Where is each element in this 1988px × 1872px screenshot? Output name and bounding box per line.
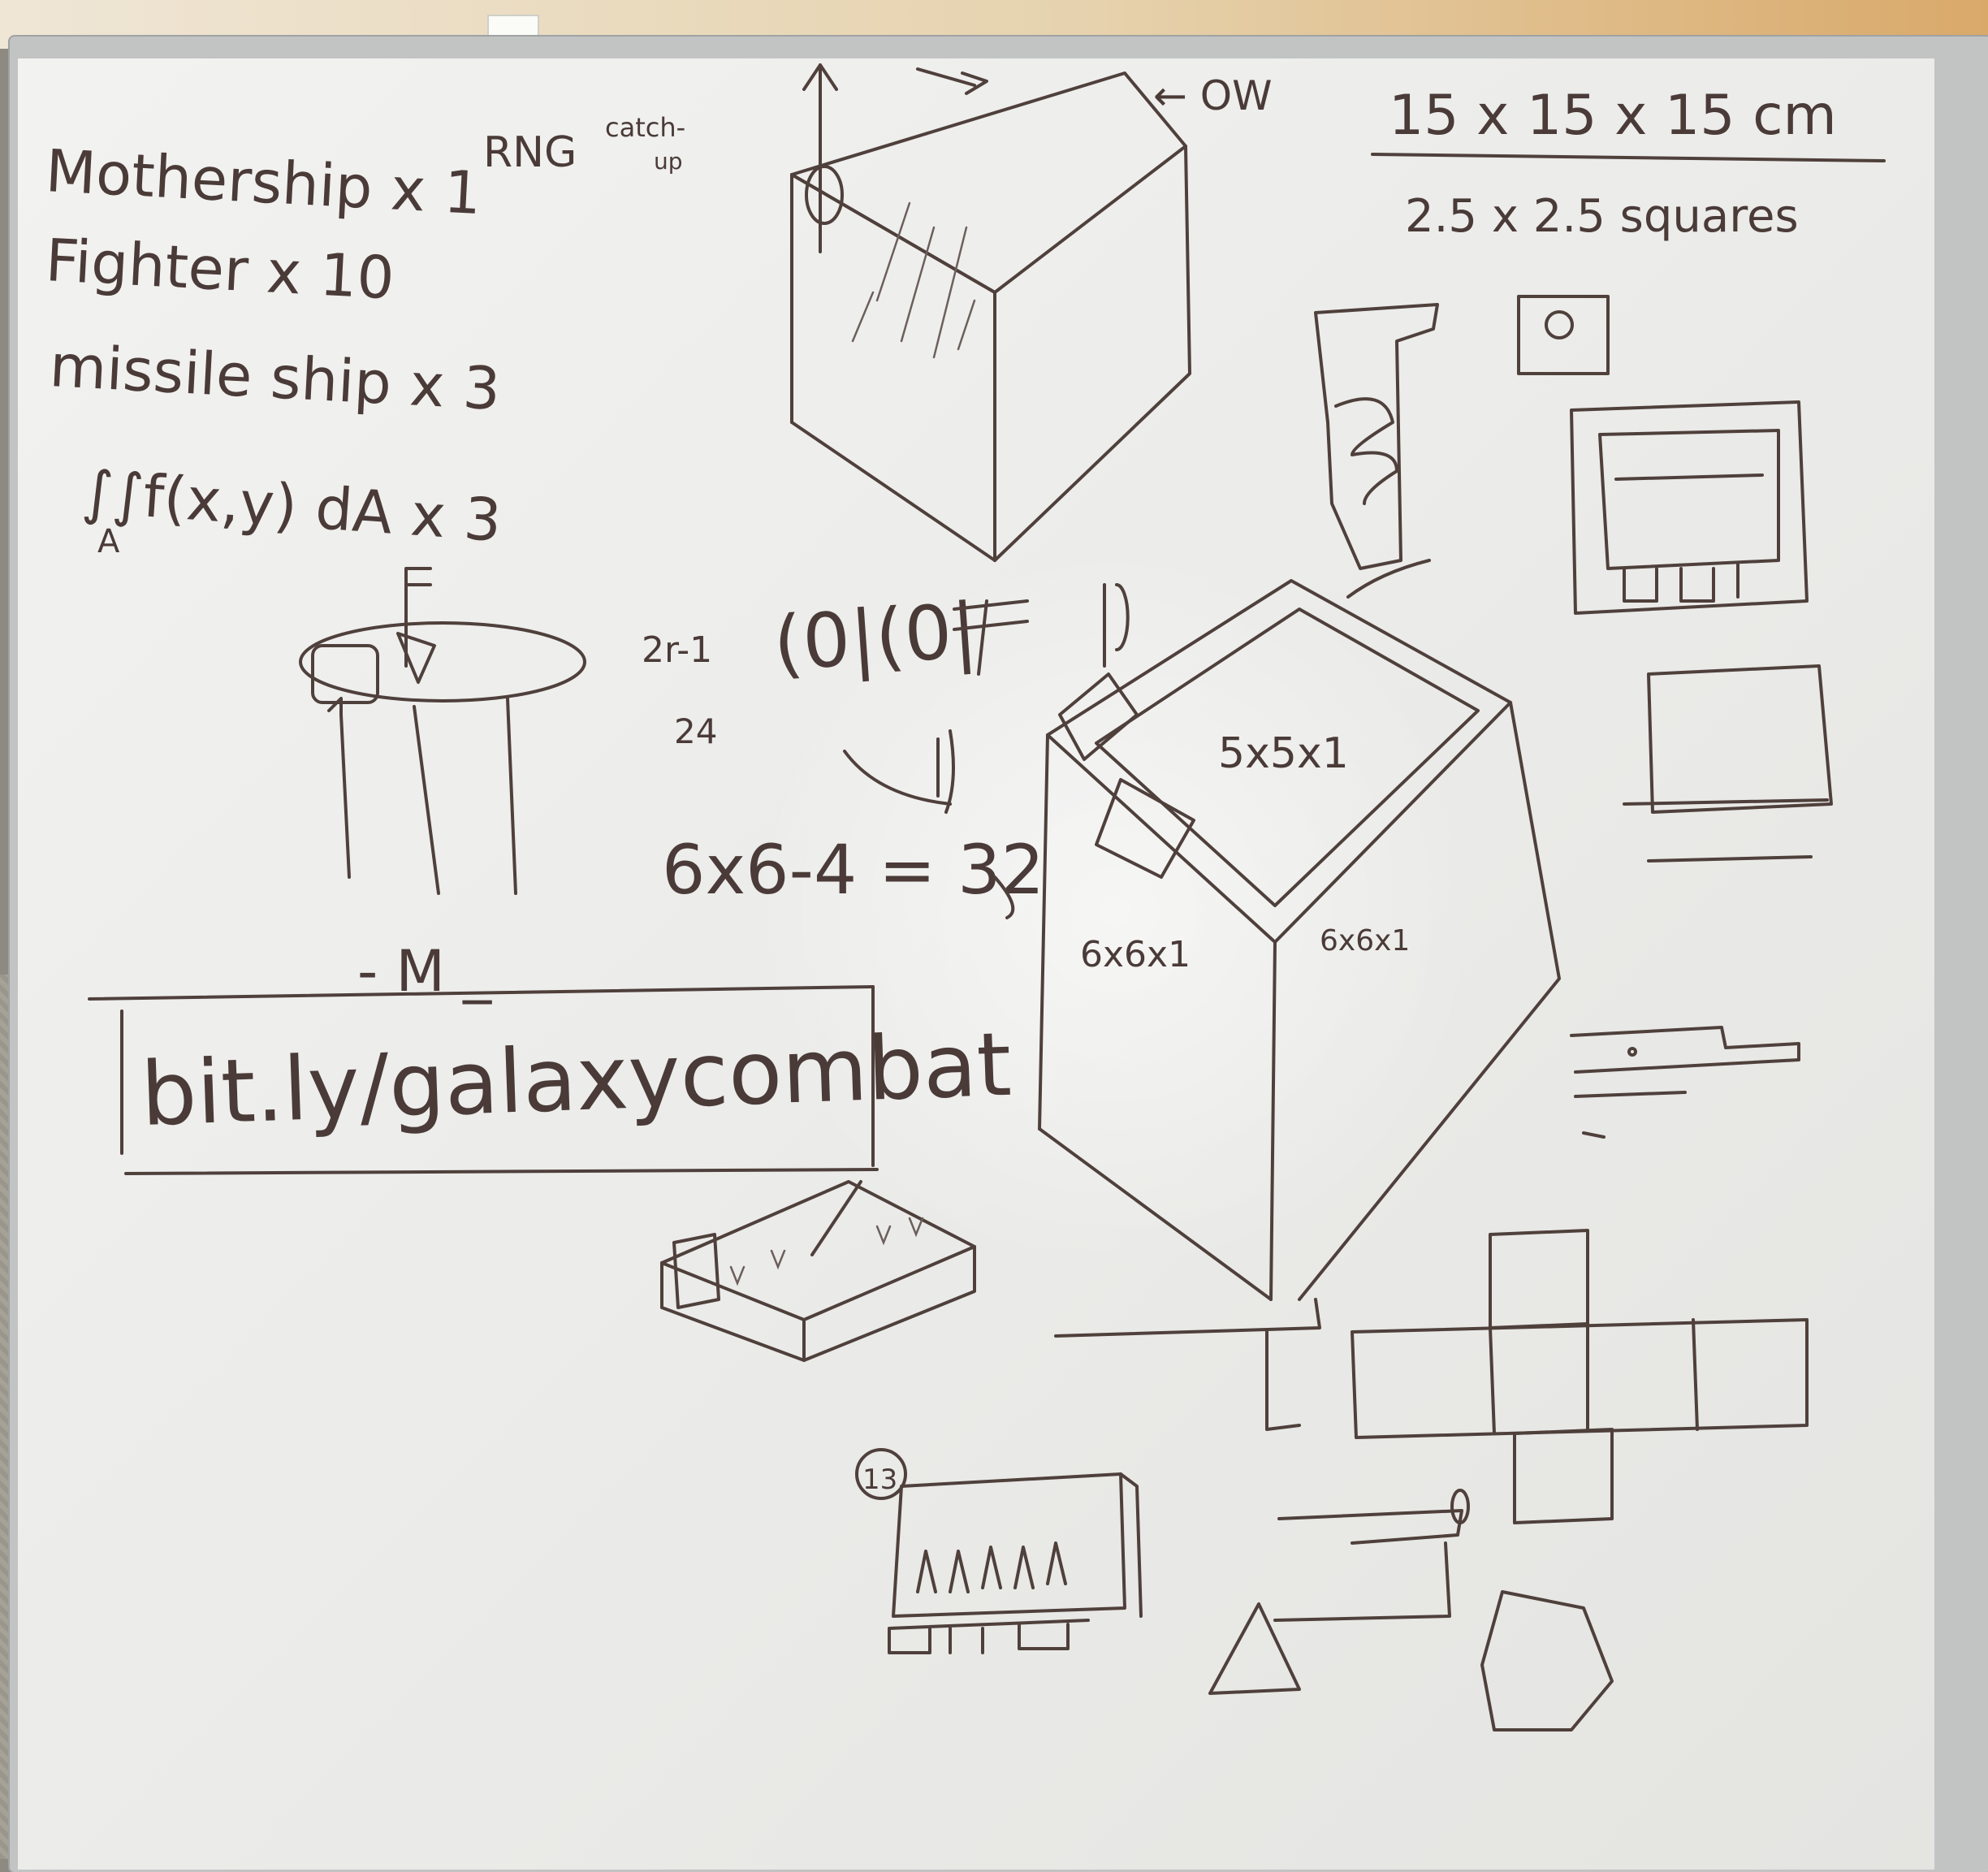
tall-box-sketch xyxy=(790,63,1191,562)
note-catch-up-2: up xyxy=(654,148,683,175)
pedestal-sketch xyxy=(299,567,586,895)
right-sketches xyxy=(1054,295,1833,1622)
url-box xyxy=(88,985,879,1175)
eq-6x6: 6x6-4 = 32 xyxy=(662,830,1044,910)
hexagon-shape xyxy=(1480,1590,1614,1731)
platform-sketch xyxy=(660,1180,976,1362)
eq-binary: (0|(0| xyxy=(771,587,980,688)
note-fighter: Fighter x 10 xyxy=(44,226,395,312)
whiteboard-surface xyxy=(18,58,1934,1870)
launcher-sketch xyxy=(855,1448,1143,1654)
squares-label: 2.5 x 2.5 squares xyxy=(1405,190,1799,243)
cube-right-label: 6x6x1 xyxy=(1320,924,1410,958)
dims-label: 15 x 15 x 15 cm xyxy=(1389,84,1837,148)
url-text: bit.ly/galaxycombat xyxy=(140,1014,1013,1146)
light-glare xyxy=(749,546,1480,1277)
note-mothership: Mothership x 1 xyxy=(44,136,483,227)
triangle-shape xyxy=(1208,1602,1301,1695)
note-missile-ship: missile ship x 3 xyxy=(48,331,502,423)
cube-net xyxy=(1351,1229,1809,1524)
eq-24: 24 xyxy=(674,711,717,751)
equation-marks xyxy=(843,583,1130,919)
cube-left-label: 6x6x1 xyxy=(1080,934,1191,975)
fraction-bar xyxy=(1371,153,1886,162)
note-integral: ∫∫f(x,y) dA x 3 xyxy=(80,457,503,555)
cube-top-label: 5x5x1 xyxy=(1218,729,1349,778)
eq-2r-1: 2r-1 xyxy=(642,629,712,671)
note-rng: RNG xyxy=(483,128,577,177)
count-badge: 13 xyxy=(862,1463,897,1496)
arrow-ow-label: ← OW xyxy=(1153,72,1273,119)
large-cube-sketch xyxy=(1038,559,1561,1301)
note-catch-up: catch- xyxy=(605,112,685,143)
note-integral-sub: A xyxy=(97,523,120,560)
